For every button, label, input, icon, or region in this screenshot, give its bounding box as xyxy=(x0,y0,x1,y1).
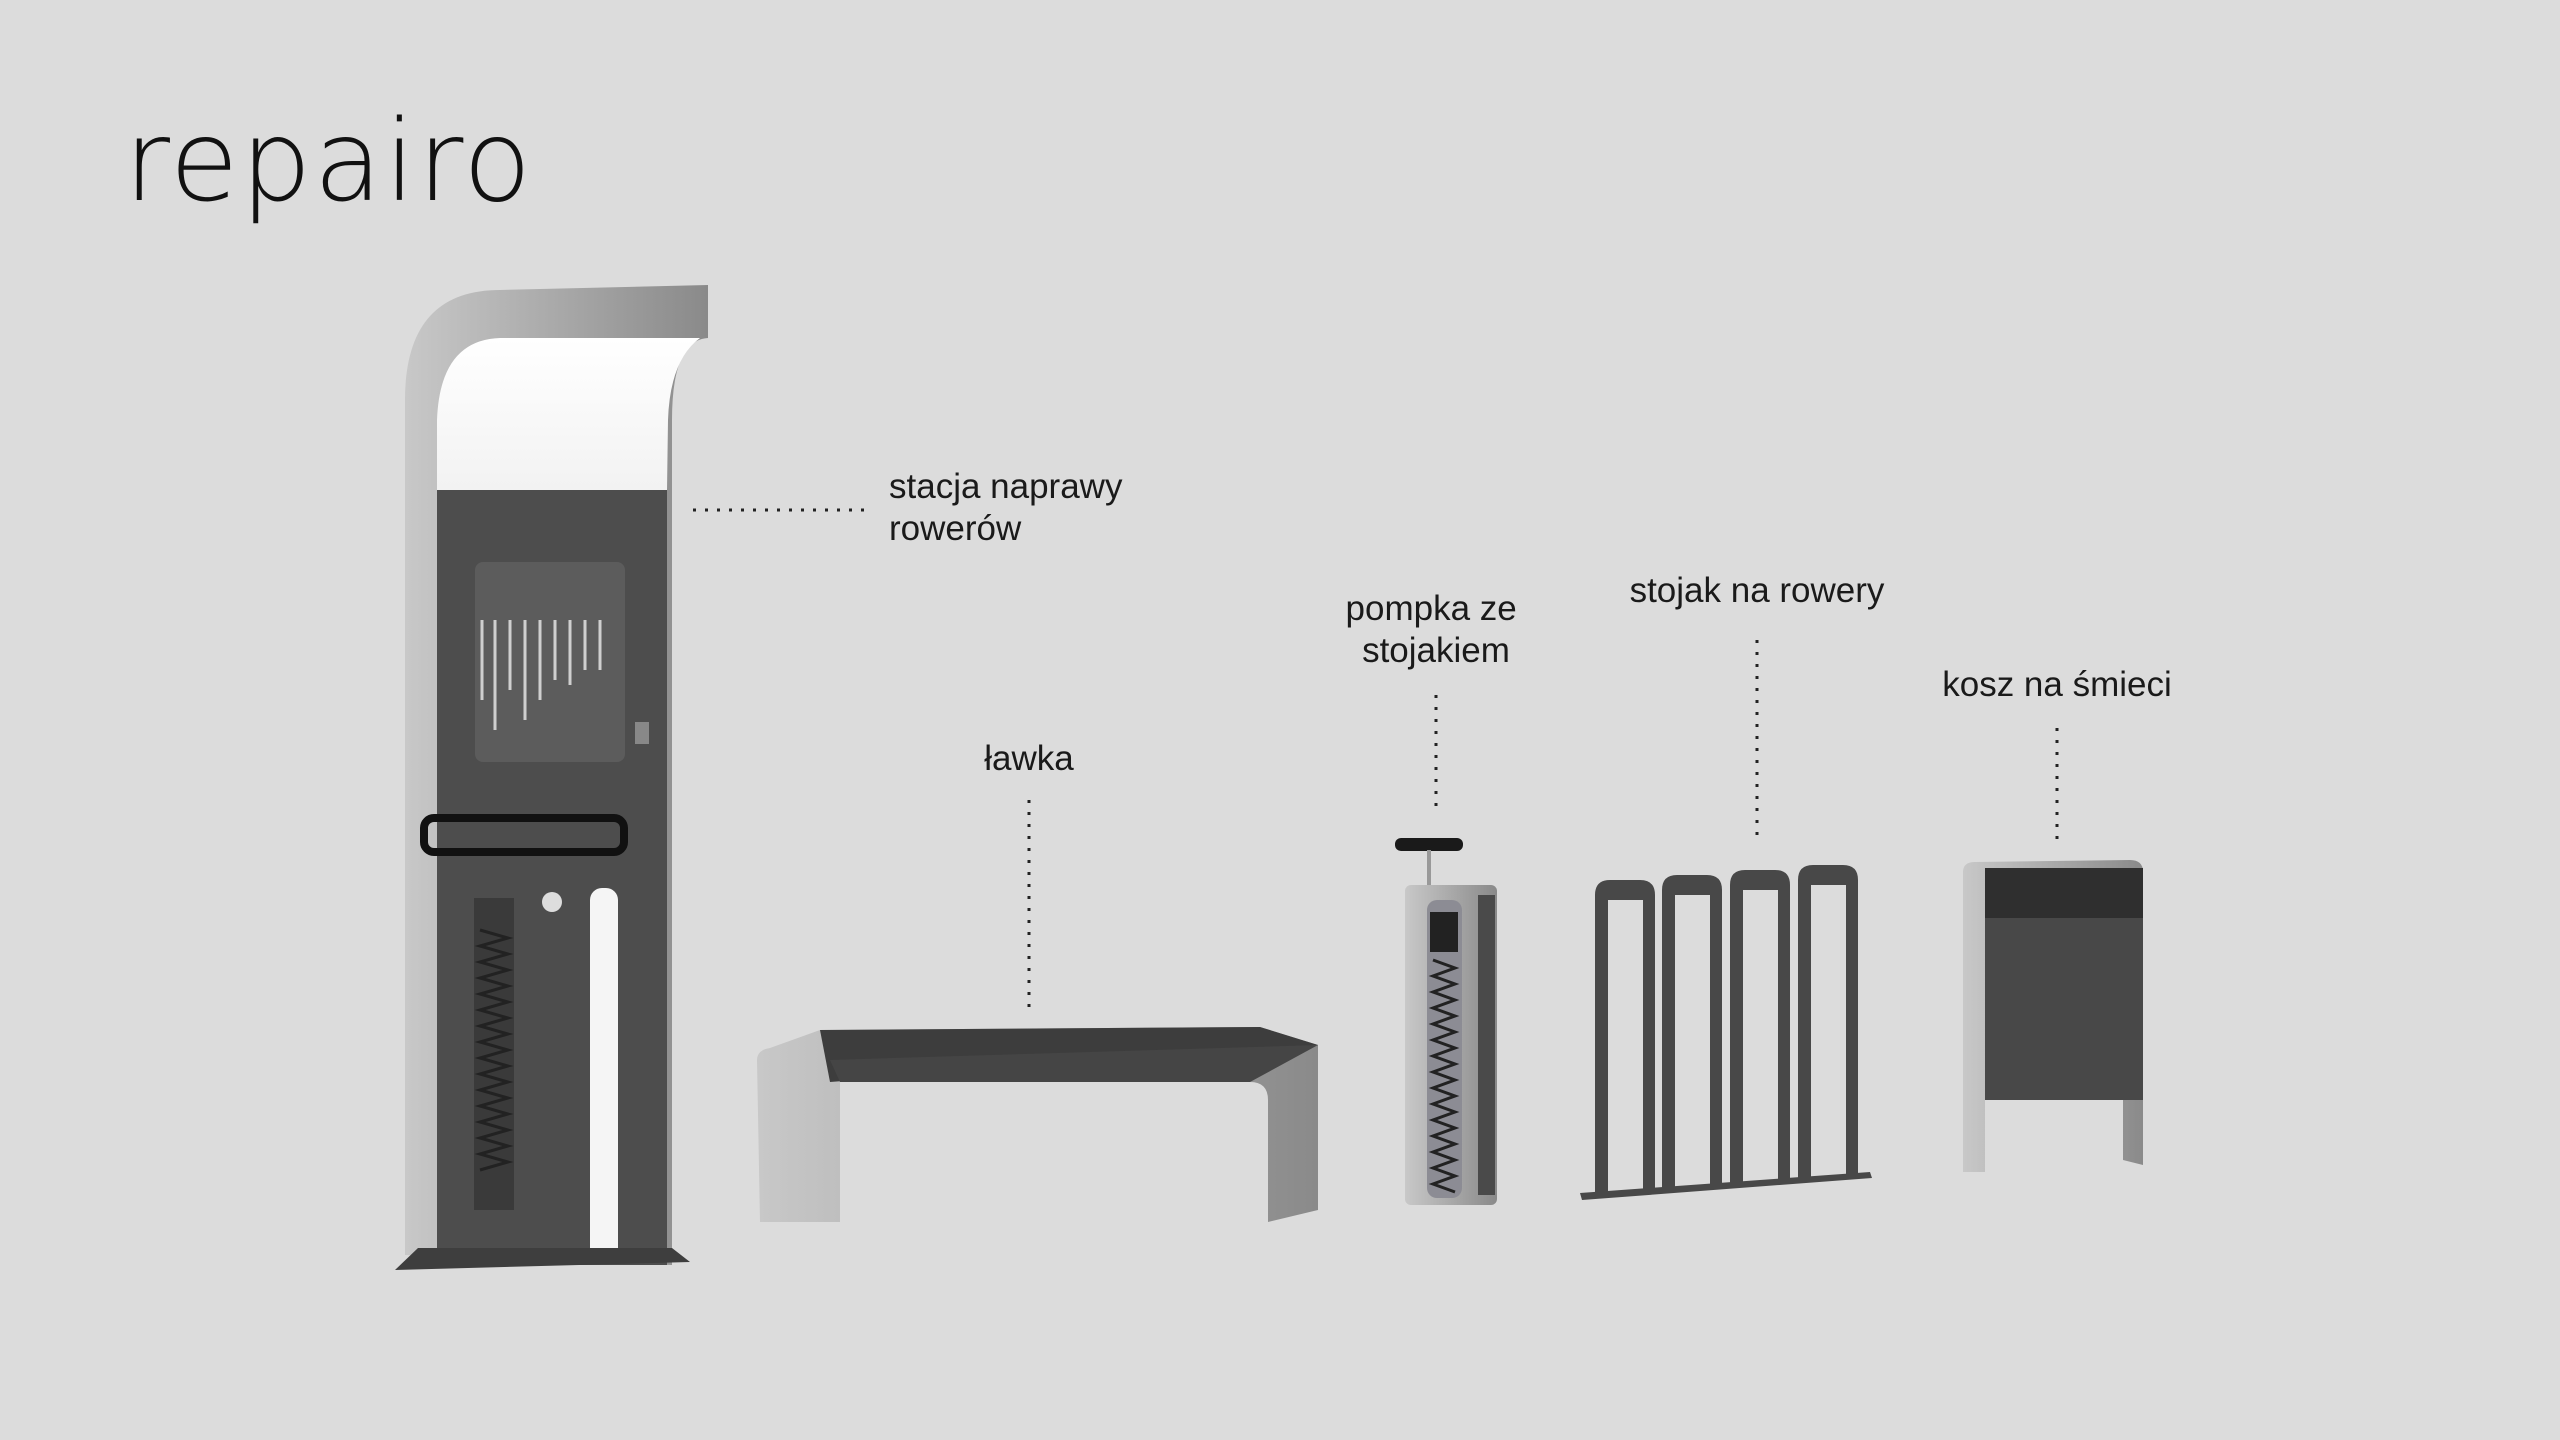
label-bike-rack: stojak na rowery xyxy=(1630,571,1885,610)
bike-hanger-bar xyxy=(420,814,628,856)
tool-cabinet xyxy=(475,562,625,762)
base-plate xyxy=(395,1248,690,1270)
trash-bin-illustration xyxy=(1963,860,2143,1172)
light-canopy xyxy=(437,338,700,490)
bike-rack-illustration xyxy=(1580,865,1872,1200)
pump-illustration xyxy=(1395,838,1497,1205)
label-trash-bin: kosz na śmieci xyxy=(1942,665,2172,704)
bench-illustration xyxy=(757,1027,1318,1222)
brand-logo: repairo xyxy=(124,97,533,227)
label-bench: ławka xyxy=(984,739,1074,778)
label-repair-station: stacja naprawy rowerów xyxy=(889,467,1132,548)
label-pump: pompka ze stojakiem xyxy=(1346,589,1527,670)
repair-station-illustration xyxy=(395,285,708,1270)
